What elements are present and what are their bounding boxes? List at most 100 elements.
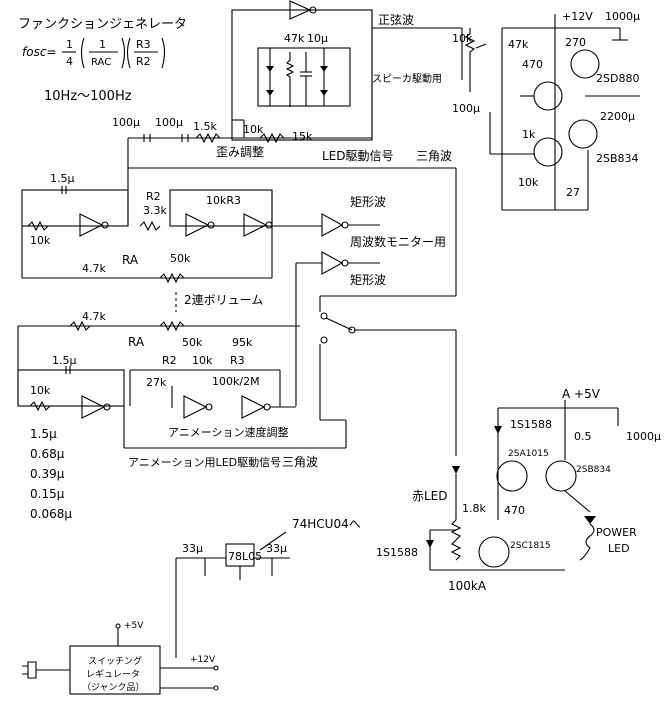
cap-value: 0.68μ (30, 447, 65, 461)
label-dual-pot: 2連ボリューム (184, 293, 263, 307)
label-to-74hcu04: 74HCU04へ (292, 517, 361, 531)
label-triangle-2: 三角波 (282, 455, 318, 469)
label-power-led-1: POWER (596, 526, 637, 539)
transistor-q4 (533, 137, 563, 167)
label-square-1: 矩形波 (350, 195, 386, 209)
label-ra-a: RA (122, 253, 139, 267)
label-ra-b: RA (128, 335, 145, 349)
buffer-square-1 (321, 213, 344, 237)
title: ファンクションジェネレータ (18, 17, 187, 32)
label-2sc1815: 2SC1815 (510, 541, 551, 551)
label-square-2: 矩形波 (350, 273, 386, 287)
label-1s1588-b: 1S1588 (376, 546, 418, 559)
label-4-7k-b: 4.7k (82, 310, 106, 323)
opamp-integrator-2 (81, 395, 106, 419)
label-47k-sp: 47k (284, 32, 305, 45)
formula-lhs: fosc= (22, 45, 56, 59)
label-c-33u-a: 33μ (182, 542, 203, 555)
label-r2-a-val: 3.3k (143, 204, 167, 217)
label-95k: 95k (232, 336, 253, 349)
label-power-led-2: LED (608, 542, 630, 555)
label-1-8k: 1.8k (462, 502, 486, 515)
formula-quarter-num: 1 (66, 38, 73, 51)
label-470-b: 470 (504, 504, 525, 517)
label-sw-reg-2: レギュレータ (86, 669, 140, 680)
label-r2-a: R2 (146, 190, 161, 203)
label-1000u-b: 1000μ (626, 430, 661, 443)
label-78l05: 78L05 (228, 550, 262, 563)
label-10k-f: 10k (192, 354, 213, 367)
label-red-led: 赤LED (412, 489, 448, 503)
opamp-comparator-2b (241, 395, 266, 419)
label-270: 270 (565, 36, 586, 49)
label-c-33u-b: 33μ (266, 542, 287, 555)
label-15k: 15k (292, 130, 313, 143)
label-2200u: 2200μ (600, 110, 635, 123)
formula-r-num: R3 (136, 38, 151, 51)
cap-value-list: 1.5μ 0.68μ 0.39μ 0.15μ 0.068μ (30, 427, 72, 521)
transistor-2sa1015 (496, 460, 528, 492)
power-amp-section: +12V 1000μ 10k 47k 270 470 2SD880 100μ 1… (452, 10, 640, 211)
label-10k-e: 10k (30, 384, 51, 397)
label-4-7k-a: 4.7k (82, 262, 106, 275)
label-100ka: 100kA (448, 579, 487, 593)
transistor-2sc1815 (478, 536, 510, 568)
label-1k: 1k (522, 128, 536, 141)
label-r3-a: 10kR3 (206, 194, 241, 207)
opamp-comparator-1b (243, 213, 268, 237)
label-plus5-b: +5V (124, 621, 144, 631)
formula-rc-den: RAC (91, 57, 111, 68)
label-10u-sp: 10μ (307, 32, 328, 45)
label-47k: 47k (508, 38, 529, 51)
label-c-1-5u-b: 1.5μ (52, 354, 77, 367)
label-plus12-b: +12V (190, 655, 216, 665)
label-2sa1015: 2SA1015 (508, 449, 549, 459)
label-10k-b: 10k (518, 176, 539, 189)
transistor-2sb834 (568, 119, 598, 149)
led-driver-section: A +5V 1000μ 1S1588 0.5 2SA1015 2SB834 PO… (376, 387, 661, 593)
frequency-range: 10Hz～100Hz (44, 89, 132, 104)
label-100u-a: 100μ (112, 116, 140, 129)
label-anim-speed: アニメーション速度調整 (168, 425, 289, 439)
label-r2-b: R2 (162, 354, 177, 367)
label-speaker-drive: スピーカ駆動用 (372, 72, 442, 85)
transistor-2sb834-b (545, 460, 577, 492)
opamp-comparator-1a (185, 213, 210, 237)
label-sw-reg-1: スイッチング (88, 655, 142, 667)
oscillator-1: LED駆動信号 三角波 1.5μ 10k R2 3.3k 10kR3 矩形波 周… (21, 138, 457, 312)
label-plus5-a: A +5V (562, 387, 601, 401)
label-freq-monitor: 周波数モニター用 (350, 234, 446, 249)
label-r3-b-val: 100k/2M (212, 375, 260, 388)
label-1s1588-a: 1S1588 (510, 418, 552, 431)
formula: fosc= 1 4 1 RAC R3 R2 (22, 37, 166, 69)
transistor-q2 (533, 81, 563, 111)
red-led-diode (452, 466, 460, 474)
formula-r-den: R2 (136, 55, 151, 68)
power-led-diode (584, 516, 596, 524)
label-10k-d: 10k (30, 234, 51, 247)
label-anim-led: アニメーション用LED駆動信号 (128, 455, 281, 469)
label-pot-50k-b: 50k (182, 336, 203, 349)
label-r3-b: R3 (230, 354, 245, 367)
label-2sb834-b: 2SB834 (576, 465, 611, 475)
cap-value: 0.15μ (30, 487, 65, 501)
regulator-section: 74HCU04へ 33μ 33μ 78L05 +5V スイッチング レギュレータ… (22, 517, 361, 695)
opamp-integrator-1 (79, 213, 104, 237)
label-100u-b: 100μ (155, 116, 183, 129)
label-100u-out: 100μ (452, 102, 480, 115)
formula-quarter-den: 4 (66, 55, 73, 68)
oscillator-2: 矩形波 4.7k RA 50k 95k 1.5μ 10k R2 27k 10k (17, 251, 457, 469)
label-sw-reg-3: （ジャンク品） (82, 682, 145, 693)
label-sine: 正弦波 (378, 12, 414, 27)
label-10k-c: 10k (243, 123, 264, 136)
label-distortion: 歪み調整 (216, 144, 264, 159)
label-plus12-a: +12V (562, 10, 593, 23)
opamp-comparator-2a (183, 395, 208, 419)
ac-plug-icon (22, 661, 70, 679)
label-2sd880: 2SD880 (596, 72, 639, 85)
label-27: 27 (566, 186, 580, 199)
transistor-2sd880 (570, 49, 600, 79)
label-r2-b-val: 27k (146, 376, 167, 389)
label-triangle: 三角波 (416, 149, 452, 163)
